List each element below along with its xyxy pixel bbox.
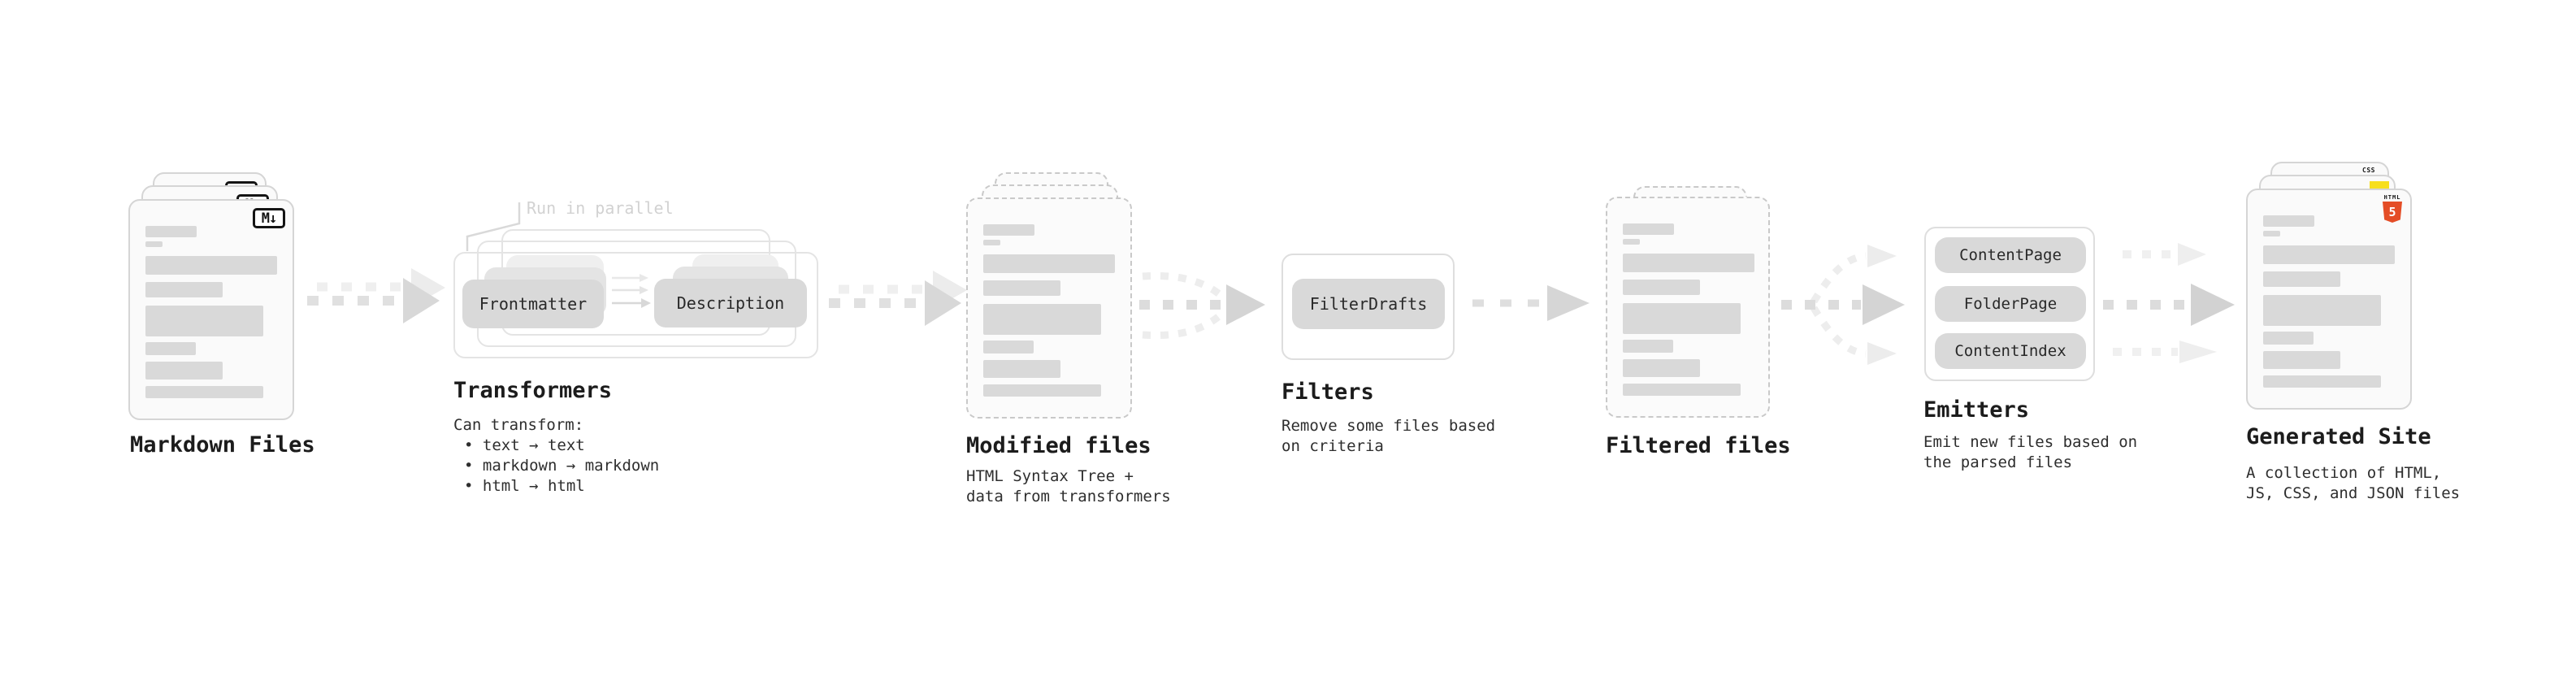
generated-site-desc: A collection of HTML, JS, CSS, and JSON …	[2246, 463, 2460, 504]
skeleton-text-bar	[983, 384, 1101, 397]
flow-arrow-transformers-to-modified	[829, 271, 967, 326]
folderpage-pill: FolderPage	[1935, 286, 2086, 322]
skeleton-text-bar	[145, 342, 196, 355]
generated-site-label: Generated Site	[2246, 424, 2431, 449]
modified-files-label: Modified files	[966, 433, 1151, 458]
flow-arrow-filtered-to-emitters-branch	[1781, 245, 1905, 365]
skeleton-text-bar	[2263, 215, 2314, 227]
modified-file-card	[966, 197, 1132, 419]
contentpage-pill: ContentPage	[1935, 237, 2086, 273]
skeleton-text-bar	[1623, 239, 1640, 245]
desc-line: JS, CSS, and JSON files	[2246, 484, 2461, 502]
skeleton-text-bar	[145, 386, 263, 398]
skeleton-text-bar	[983, 224, 1034, 236]
emitters-desc: Emit new files based on the parsed files	[1923, 432, 2137, 473]
desc-line: A collection of HTML,	[2246, 464, 2442, 482]
markdown-file-card: M↓	[128, 199, 294, 420]
desc-line: on criteria	[1281, 437, 1384, 455]
desc-line: Emit new files based on	[1923, 433, 2138, 451]
skeleton-text-bar	[1623, 254, 1754, 272]
desc-line: the parsed files	[1923, 453, 2073, 471]
emitters-label: Emitters	[1923, 397, 2030, 423]
run-in-parallel-label: Run in parallel	[527, 198, 674, 218]
filtered-file-card	[1606, 197, 1770, 418]
flow-arrow-modified-to-filters-merge	[1139, 271, 1265, 340]
transformers-note: Can transform: • text → text • markdown …	[453, 415, 659, 497]
skeleton-text-bar	[983, 340, 1034, 354]
note-line: Can transform:	[453, 416, 584, 434]
transformers-label: Transformers	[453, 378, 613, 403]
html5-icon: HTML 5	[2382, 194, 2403, 223]
html5-icon-number: 5	[2388, 205, 2396, 219]
skeleton-text-bar	[145, 226, 197, 237]
skeleton-text-bar	[1623, 303, 1741, 334]
skeleton-text-bar	[983, 360, 1060, 378]
markdown-files-label: Markdown Files	[130, 432, 315, 458]
markdown-icon: M↓	[253, 208, 285, 228]
flow-arrow-emitters-bottom	[2113, 340, 2217, 363]
skeleton-text-bar	[2263, 245, 2395, 264]
skeleton-text-bar	[2263, 351, 2340, 369]
skeleton-text-bar	[145, 282, 223, 297]
flow-arrow-emitters-top	[2123, 243, 2206, 266]
skeleton-text-bar	[2263, 271, 2340, 287]
skeleton-text-bar	[145, 241, 163, 247]
frontmatter-pill: Frontmatter	[462, 280, 604, 328]
skeleton-text-bar	[1623, 384, 1741, 396]
skeleton-text-bar	[983, 280, 1060, 296]
generated-file-card: HTML 5	[2246, 189, 2412, 410]
desc-line: Remove some files based	[1281, 417, 1496, 435]
skeleton-text-bar	[1623, 223, 1674, 235]
skeleton-text-bar	[145, 306, 263, 336]
skeleton-text-bar	[145, 362, 223, 380]
parallel-arrows-icon	[612, 274, 651, 308]
transformer-layer-front	[453, 252, 818, 358]
contentindex-pill: ContentIndex	[1935, 333, 2086, 369]
skeleton-text-bar	[983, 240, 1000, 245]
note-line: • markdown → markdown	[464, 457, 660, 475]
skeleton-text-bar	[2263, 231, 2280, 236]
flow-arrow-markdown-to-transformers	[307, 268, 445, 323]
desc-line: data from transformers	[966, 488, 1171, 505]
filterdrafts-pill: FilterDrafts	[1292, 279, 1445, 329]
skeleton-text-bar	[145, 256, 277, 275]
html5-icon-word: HTML	[2383, 194, 2401, 201]
filtered-files-label: Filtered files	[1606, 433, 1791, 458]
skeleton-text-bar	[1623, 359, 1700, 377]
filters-label: Filters	[1281, 380, 1374, 405]
note-line: • html → html	[464, 477, 585, 495]
skeleton-text-bar	[1623, 280, 1700, 295]
skeleton-text-bar	[2263, 375, 2381, 388]
skeleton-text-bar	[2263, 295, 2381, 326]
filters-desc: Remove some files based on criteria	[1281, 416, 1495, 457]
flow-arrow-emitters-middle	[2103, 284, 2235, 326]
desc-line: HTML Syntax Tree +	[966, 467, 1134, 485]
modified-files-desc: HTML Syntax Tree + data from transformer…	[966, 466, 1171, 507]
skeleton-text-bar	[983, 254, 1115, 273]
description-pill: Description	[654, 279, 807, 327]
note-line: • text → text	[464, 436, 585, 454]
skeleton-text-bar	[2263, 332, 2314, 345]
skeleton-text-bar	[983, 304, 1101, 335]
flow-arrow-filters-to-filtered	[1472, 285, 1589, 321]
skeleton-text-bar	[1623, 340, 1673, 353]
css-icon-word: CSS	[2362, 167, 2375, 174]
run-in-parallel-connector	[466, 202, 521, 251]
